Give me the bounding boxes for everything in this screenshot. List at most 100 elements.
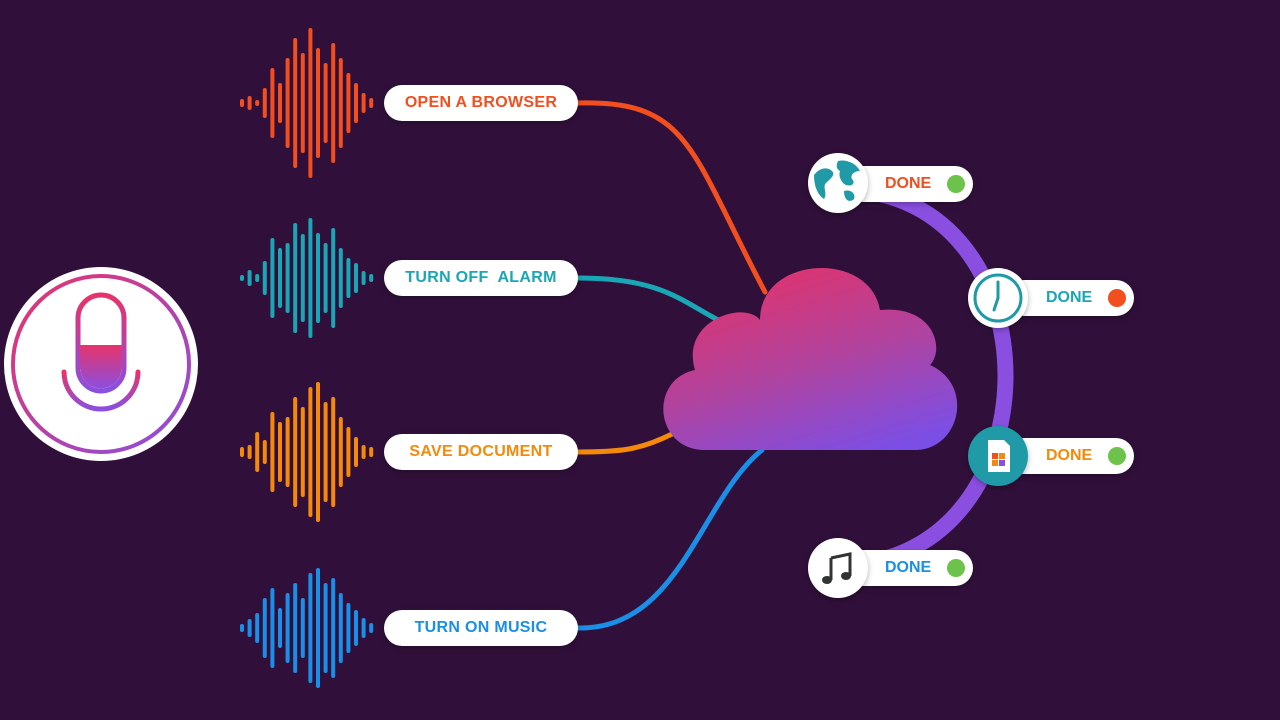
command-turn-off-alarm: TURN OFF ALARM <box>384 260 578 296</box>
waveform-bar-turn-off-alarm <box>300 234 305 322</box>
waveform-bar-turn-on-music <box>323 583 328 673</box>
status-indicator <box>947 175 965 193</box>
waveform-bar-turn-off-alarm <box>278 248 282 308</box>
waveform-bar-open-browser <box>308 28 313 178</box>
waveform-bar-save-document <box>346 427 351 477</box>
waveform-bar-open-browser <box>369 98 374 108</box>
waveform-bar-turn-off-alarm <box>270 238 275 318</box>
waveform-bar-open-browser <box>338 58 343 148</box>
microphone-badge <box>4 267 198 461</box>
globe-icon <box>808 153 868 213</box>
command-label: TURN OFF ALARM <box>405 269 557 286</box>
waveform-bar-open-browser <box>323 63 328 143</box>
waveform-bar-turn-off-alarm <box>361 271 366 285</box>
waveform-bar-turn-off-alarm <box>323 243 328 313</box>
waveform-bar-open-browser <box>240 99 244 107</box>
waveform-bar-open-browser <box>285 58 290 148</box>
waveform-bar-turn-on-music <box>369 623 374 633</box>
results-arc <box>834 182 1014 573</box>
waveform-bar-turn-on-music <box>361 618 366 638</box>
result-label: DONE <box>1046 289 1093 306</box>
command-save-document: SAVE DOCUMENT <box>384 434 578 470</box>
waveform-bar-turn-on-music <box>346 603 351 653</box>
waveform-bar-save-document <box>255 432 260 472</box>
waveform-bar-save-document <box>278 422 282 482</box>
waveform-bar-open-browser <box>331 43 336 163</box>
waveform-bar-save-document <box>270 412 275 492</box>
command-label: SAVE DOCUMENT <box>409 443 553 460</box>
waveform-bar-turn-on-music <box>270 588 275 668</box>
result-label: DONE <box>1046 447 1093 464</box>
waveform-bar-turn-on-music <box>285 593 290 663</box>
waveform-bar-turn-on-music <box>316 568 320 688</box>
waveform-bar-turn-on-music <box>293 583 298 673</box>
result-label: DONE <box>885 559 932 576</box>
waveform-bar-open-browser <box>293 38 298 168</box>
waveform-bar-open-browser <box>278 83 282 123</box>
waveform-bar-save-document <box>247 445 252 459</box>
waveform-bar-turn-off-alarm <box>308 218 313 338</box>
waveform-bar-turn-on-music <box>308 573 313 683</box>
waveform-bar-save-document <box>338 417 343 487</box>
waveform-bar-turn-off-alarm <box>354 263 358 293</box>
waveform-bar-turn-off-alarm <box>285 243 290 313</box>
waveform-bar-turn-off-alarm <box>240 275 244 281</box>
waveform-bar-open-browser <box>361 93 366 113</box>
waveform-bar-turn-off-alarm <box>293 223 298 333</box>
status-indicator <box>1108 447 1126 465</box>
result-label: DONE <box>885 175 932 192</box>
command-turn-on-music: TURN ON MUSIC <box>384 610 578 646</box>
cloud-icon <box>663 267 958 450</box>
connector-turn-off-alarm <box>575 275 721 323</box>
waveform-bar-open-browser <box>255 100 260 106</box>
waveform-bar-save-document <box>285 417 290 487</box>
waveform-bar-turn-on-music <box>278 608 282 648</box>
command-label: TURN ON MUSIC <box>414 619 548 636</box>
waveform-bar-turn-on-music <box>300 598 305 658</box>
waveform-bar-save-document <box>361 445 366 459</box>
waveform-bar-turn-off-alarm <box>346 258 351 298</box>
waveform-bar-open-browser <box>316 48 320 158</box>
waveform-bar-save-document <box>240 447 244 457</box>
waveform-bar-save-document <box>293 397 298 507</box>
waveform-bar-save-document <box>300 407 305 497</box>
waveform-bar-turn-on-music <box>331 578 336 678</box>
waveform-bar-save-document <box>308 387 313 517</box>
status-indicator <box>1108 289 1126 307</box>
waveform-bar-open-browser <box>346 73 351 133</box>
command-open-browser: OPEN A BROWSER <box>384 85 578 121</box>
waveform-bar-save-document <box>323 402 328 502</box>
waveform-bar-save-document <box>369 447 374 457</box>
waveform-bar-open-browser <box>270 68 275 138</box>
waveform-bar-save-document <box>331 397 336 507</box>
waveform-bar-save-document <box>354 437 358 467</box>
waveform-bar-open-browser <box>247 96 252 110</box>
clock-icon <box>968 268 1028 328</box>
waveform-bar-turn-on-music <box>338 593 343 663</box>
waveform-bar-save-document <box>316 382 320 522</box>
waveform-bar-turn-on-music <box>240 624 244 632</box>
microphone-icon <box>61 292 141 443</box>
waveform-bar-open-browser <box>300 53 305 153</box>
connector-open-browser <box>575 100 768 295</box>
waveform-bar-turn-off-alarm <box>369 274 374 282</box>
waveform-bar-turn-off-alarm <box>255 274 260 282</box>
waveform-bar-turn-off-alarm <box>262 261 267 295</box>
waveform-bar-open-browser <box>262 88 267 118</box>
waveform-bar-save-document <box>262 440 267 464</box>
status-indicator <box>947 559 965 577</box>
waveform-bar-turn-on-music <box>255 613 260 643</box>
waveform-bar-turn-on-music <box>354 610 358 646</box>
waveform-bar-turn-off-alarm <box>338 248 343 308</box>
music-note-icon <box>808 538 868 598</box>
waveform-bar-open-browser <box>354 83 358 123</box>
connector-turn-on-music <box>575 447 765 631</box>
waveform-bar-turn-off-alarm <box>331 228 336 328</box>
waveform-bar-turn-off-alarm <box>316 233 320 323</box>
command-label: OPEN A BROWSER <box>404 94 558 111</box>
document-icon <box>968 426 1028 486</box>
connector-save-document <box>575 431 675 455</box>
waveform-bar-turn-on-music <box>262 598 267 658</box>
